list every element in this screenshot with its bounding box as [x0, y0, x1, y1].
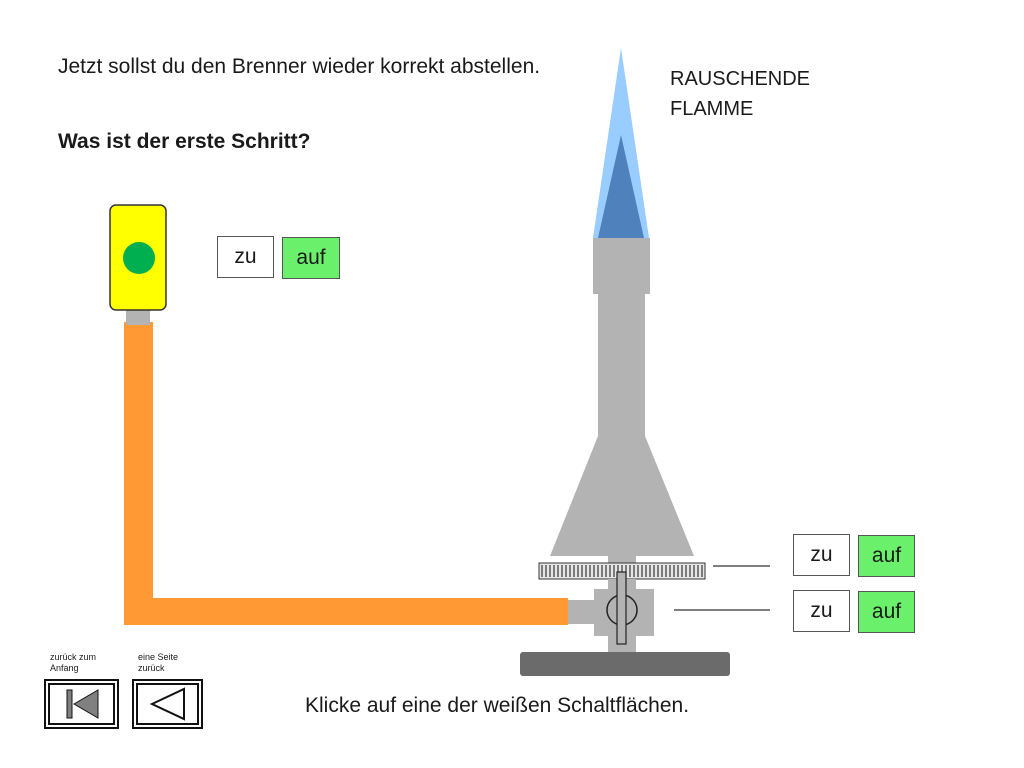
triangle-left-icon — [149, 687, 185, 721]
burner-cone — [550, 436, 694, 556]
back-button[interactable] — [136, 683, 199, 725]
gas-tap-connector — [126, 309, 150, 325]
gas-regulator-open-button[interactable]: auf — [858, 591, 915, 633]
burner-top-collar — [593, 238, 650, 294]
gas-regulator-close-button[interactable]: zu — [793, 590, 850, 632]
flame-state-line-2: FLAMME — [670, 98, 754, 120]
back-label: eine Seite zurück — [138, 652, 179, 673]
gas-tap-open-button[interactable]: auf — [282, 237, 340, 279]
burner-tube — [598, 294, 645, 436]
gas-tap-close-button[interactable]: zu — [217, 236, 274, 278]
inner-flame — [598, 135, 644, 238]
gas-regulator-lever[interactable] — [616, 571, 627, 645]
gas-tap-indicator-light — [123, 242, 155, 274]
gas-hose-horizontal — [124, 598, 568, 625]
burner-neck — [608, 556, 636, 564]
burner-base — [520, 652, 730, 676]
air-regulator-close-button[interactable]: zu — [793, 534, 850, 576]
instruction-text: Jetzt sollst du den Brenner wieder korre… — [58, 55, 541, 78]
question-text: Was ist der erste Schritt? — [58, 130, 311, 153]
gas-hose-vertical — [124, 322, 153, 625]
flame-state-label: RAUSCHENDE FLAMME — [670, 64, 840, 124]
hint-text: Klicke auf eine der weißen Schaltflächen… — [305, 694, 690, 717]
skip-to-start-icon — [66, 689, 99, 719]
air-regulator-open-button[interactable]: auf — [858, 535, 915, 577]
first-page-label: zurück zum Anfang — [50, 652, 97, 673]
flame-state-line-1: RAUSCHENDE — [670, 68, 811, 90]
first-page-button[interactable] — [48, 683, 115, 725]
